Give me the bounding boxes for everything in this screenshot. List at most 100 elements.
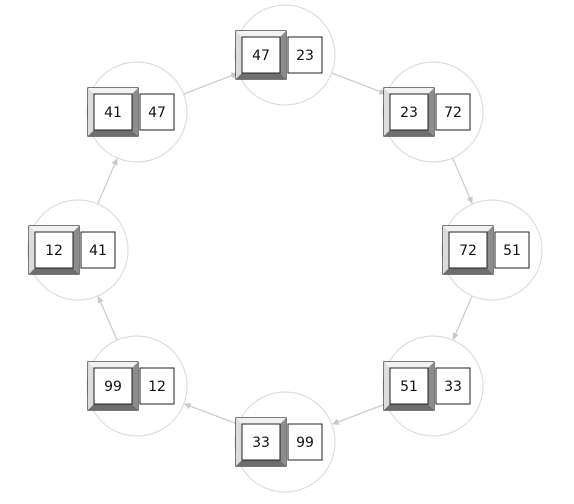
list-node: 41 47 (86, 61, 188, 163)
next-box-frame (435, 367, 471, 405)
edge-line (97, 162, 116, 205)
value-box: 72 (442, 225, 494, 275)
node-value: 51 (400, 379, 418, 395)
bevel-left (236, 418, 242, 466)
node-next-value: 99 (296, 435, 314, 451)
edge-line (183, 74, 234, 95)
next-box-frame (139, 367, 175, 405)
bevel-top (88, 88, 138, 94)
bevel-bottom (236, 73, 286, 79)
node-value: 41 (104, 105, 122, 121)
list-node: 33 99 (234, 391, 336, 493)
bevel-left (384, 362, 390, 410)
bevel-left (29, 226, 35, 274)
bevel-bottom (443, 268, 493, 274)
value-box-face (448, 231, 488, 269)
next-box-frame (287, 36, 323, 74)
bevel-right (280, 418, 286, 466)
next-box-frame (80, 231, 116, 269)
node-value: 12 (45, 243, 63, 259)
bevel-bottom (384, 404, 434, 410)
bevel-top (236, 418, 286, 424)
value-box: 41 (87, 87, 139, 137)
bevel-right (280, 31, 286, 79)
next-box: 41 (80, 231, 116, 269)
next-box: 72 (435, 93, 471, 131)
bevel-bottom (88, 130, 138, 136)
bevel-right (132, 88, 138, 136)
node-value: 33 (252, 435, 270, 451)
value-box-face (389, 367, 429, 405)
value-box-face (241, 36, 281, 74)
next-box: 99 (287, 423, 323, 461)
bevel-bottom (384, 130, 434, 136)
arrow-head-icon (452, 332, 459, 341)
bevel-right (73, 226, 79, 274)
node-value: 99 (104, 379, 122, 395)
value-box-face (241, 423, 281, 461)
node-value: 47 (252, 48, 270, 64)
node-next-value: 47 (148, 105, 166, 121)
value-box-face (93, 93, 133, 131)
list-node: 12 41 (27, 199, 129, 301)
edge-arrow (331, 72, 387, 95)
value-box-face (389, 93, 429, 131)
bevel-right (428, 362, 434, 410)
bevel-left (236, 31, 242, 79)
next-box: 23 (287, 36, 323, 74)
bevel-top (384, 88, 434, 94)
bevel-top (443, 226, 493, 232)
arrow-head-icon (466, 196, 473, 205)
node-next-value: 12 (148, 379, 166, 395)
edge-line (336, 403, 387, 424)
edge-arrow (97, 295, 118, 341)
value-box-face (34, 231, 74, 269)
bevel-right (428, 88, 434, 136)
list-node: 72 51 (441, 199, 543, 301)
arrow-head-icon (183, 403, 192, 410)
edge-arrow (97, 157, 118, 205)
node-value: 23 (400, 105, 418, 121)
value-box: 51 (383, 361, 435, 411)
bevel-bottom (236, 460, 286, 466)
edge-arrow (452, 157, 473, 205)
bevel-top (29, 226, 79, 232)
edge-line (454, 295, 473, 336)
bevel-top (384, 362, 434, 368)
node-value: 72 (459, 243, 477, 259)
bevel-left (443, 226, 449, 274)
value-box: 23 (383, 87, 435, 137)
node-next-value: 23 (296, 48, 314, 64)
bevel-top (236, 31, 286, 37)
bevel-left (88, 362, 94, 410)
value-box: 33 (235, 417, 287, 467)
bevel-left (88, 88, 94, 136)
edges-layer (97, 72, 473, 425)
next-box-frame (435, 93, 471, 131)
list-node: 51 33 (382, 335, 484, 437)
next-box: 47 (139, 93, 175, 131)
value-box: 99 (87, 361, 139, 411)
node-next-value: 72 (444, 105, 462, 121)
value-box-face (93, 367, 133, 405)
next-box-frame (494, 231, 530, 269)
arrow-head-icon (331, 418, 340, 425)
node-next-value: 51 (503, 243, 521, 259)
bevel-top (88, 362, 138, 368)
next-box: 12 (139, 367, 175, 405)
bevel-bottom (88, 404, 138, 410)
nodes-layer: 47 23 23 72 72 51 51 33 33 99 99 12 12 41 41 47 (27, 4, 543, 493)
edge-line (452, 157, 471, 200)
value-box: 12 (28, 225, 80, 275)
edge-arrow (183, 403, 239, 425)
edge-arrow (183, 72, 239, 95)
bevel-right (132, 362, 138, 410)
next-box-frame (287, 423, 323, 461)
bevel-left (384, 88, 390, 136)
edge-line (331, 72, 382, 93)
list-node: 99 12 (86, 335, 188, 437)
node-next-value: 41 (89, 243, 107, 259)
value-box: 47 (235, 30, 287, 80)
next-box: 33 (435, 367, 471, 405)
